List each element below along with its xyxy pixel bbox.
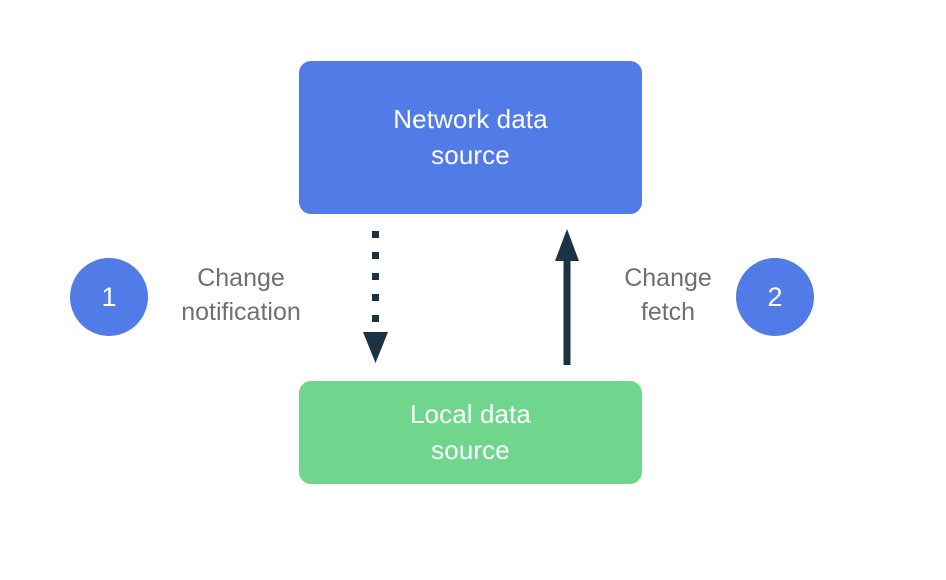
node-local-data-source[interactable]: Local data source xyxy=(299,381,642,484)
edge-label-change-notification: Change notification xyxy=(181,264,301,326)
change-notification-arrow xyxy=(363,231,388,363)
step-badge-2-number: 2 xyxy=(767,281,783,312)
node-network-data-source-label: Network data source xyxy=(393,104,548,170)
step-badge-1: 1 xyxy=(70,258,148,336)
edge-label-change-fetch: Change fetch xyxy=(624,264,712,326)
change-fetch-arrow xyxy=(555,229,579,365)
node-local-data-source-label: Local data source xyxy=(410,399,531,465)
node-network-data-source[interactable]: Network data source xyxy=(299,61,642,214)
step-badge-2: 2 xyxy=(736,258,814,336)
step-badge-1-number: 1 xyxy=(101,281,117,312)
